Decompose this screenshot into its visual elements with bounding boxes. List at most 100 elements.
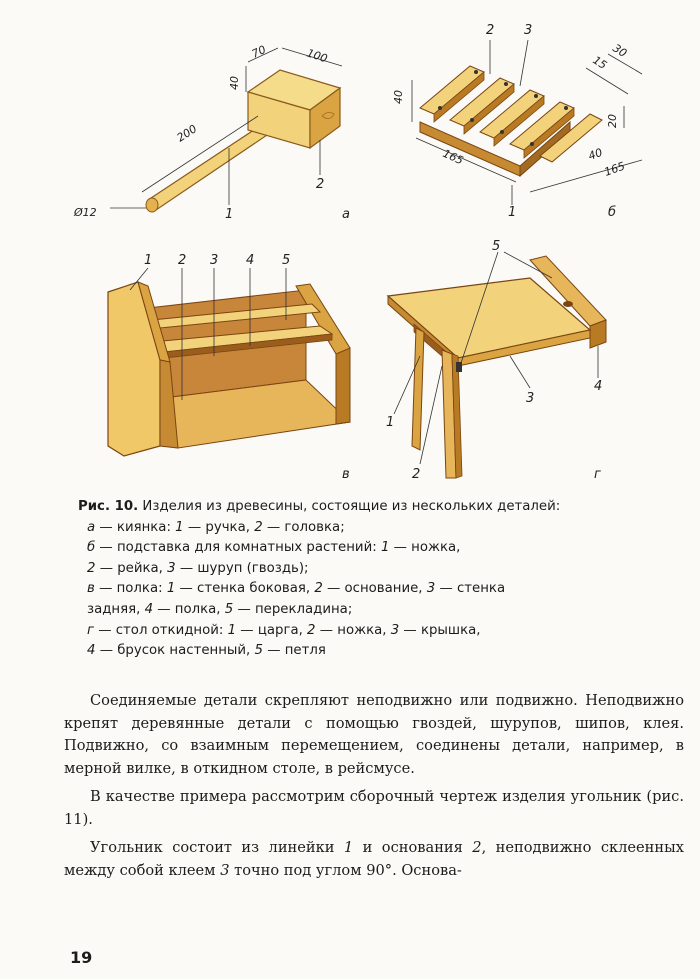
part-number: 2	[472, 839, 482, 856]
caption-text: — полка:	[94, 581, 167, 597]
caption-number: 1	[380, 540, 390, 556]
caption-title: Изделия из древесины, состоящие из неско…	[142, 499, 561, 514]
figure-v-shelf: 1 2 3 4 5 в	[100, 250, 380, 482]
caption-text: — полка,	[153, 601, 225, 617]
caption-text: — киянка:	[95, 519, 176, 535]
caption-text: — крышка,	[399, 622, 481, 638]
label-1: 1	[508, 205, 516, 220]
label-2: 2	[412, 467, 420, 482]
paragraph-3: Угольник состоит из линейки 1 и основани…	[64, 837, 684, 882]
figure-letter: в	[342, 467, 350, 482]
caption-letter: в	[87, 581, 95, 597]
caption-number: 5	[254, 643, 263, 659]
paragraph-1: Соединяемые детали скрепляют неподвижно …	[64, 692, 684, 777]
dim-15: 15	[590, 54, 609, 72]
label-2: 2	[316, 177, 324, 192]
dim-100: 100	[305, 46, 329, 65]
caption-number: 5	[224, 601, 234, 617]
figure-letter: б	[608, 205, 616, 220]
caption-number: 1	[166, 581, 176, 597]
caption-text: — шуруп (гвоздь);	[175, 560, 309, 576]
figure-letter: г	[594, 467, 601, 482]
dim-70: 70	[250, 43, 268, 61]
caption-item-v-cont: задняя, 4 — полка, 5 — перекладина;	[78, 600, 678, 621]
label-4: 4	[246, 253, 254, 268]
mallet-head	[246, 69, 342, 150]
label-2: 2	[178, 253, 186, 268]
dim-40: 40	[392, 90, 405, 104]
paragraph-text: , неподвижно склеенных между собой клеем	[64, 839, 684, 879]
caption-letter: г	[87, 622, 94, 638]
caption-number: 4	[87, 643, 96, 659]
part-number: 1	[343, 839, 354, 856]
caption-number: 1	[175, 519, 184, 535]
label-1: 1	[386, 415, 394, 430]
caption-number: 2	[254, 519, 263, 535]
page-number: 19	[70, 948, 93, 967]
label-3: 3	[526, 391, 534, 406]
figure-ref: Рис. 10.	[78, 499, 139, 514]
caption-text: — головка;	[262, 519, 345, 535]
label-1: 1	[225, 207, 233, 222]
part-number: 3	[220, 861, 230, 879]
label-5: 5	[282, 253, 290, 268]
label-1: 1	[144, 253, 152, 268]
caption-text: — основание,	[322, 581, 427, 597]
label-4: 4	[594, 379, 602, 394]
caption-item-b-cont: 2 — рейка, 3 — шуруп (гвоздь);	[78, 559, 678, 580]
caption-number: 1	[227, 622, 237, 638]
label-3: 3	[210, 253, 218, 268]
folding-table	[386, 255, 607, 479]
caption-text: — рейка,	[95, 560, 168, 576]
caption-text: — стенка	[435, 581, 506, 597]
dim-12: Ø12	[73, 206, 97, 219]
caption-number: 3	[390, 622, 400, 638]
caption-item-b: б — подставка для комнатных растений: 1 …	[78, 538, 678, 559]
figure-a-mallet: Ø12 200 40 70 100 1 2 а	[70, 30, 370, 230]
caption-text: задняя,	[87, 601, 145, 617]
mallet-handle	[145, 121, 274, 213]
caption-text: — ножка,	[389, 540, 461, 556]
caption-number: 2	[87, 560, 96, 576]
paragraph-text: Угольник состоит из линейки	[90, 839, 344, 856]
caption-number: 4	[144, 601, 154, 617]
caption-text: — петля	[262, 643, 326, 659]
caption-number: 2	[314, 581, 323, 597]
paragraph-text: и основания	[353, 839, 473, 856]
label-5: 5	[492, 239, 500, 254]
caption-item-v: в — полка: 1 — стенка боковая, 2 — основ…	[78, 579, 678, 600]
figure-caption: Рис. 10. Изделия из древесины, состоящие…	[78, 497, 678, 662]
dim-40: 40	[228, 76, 241, 90]
caption-item-a: а — киянка: 1 — ручка, 2 — головка;	[78, 518, 678, 539]
caption-number: 3	[426, 581, 436, 597]
caption-text: — стенка боковая,	[175, 581, 315, 597]
dim-30: 30	[610, 42, 629, 60]
caption-item-g: г — стол откидной: 1 — царга, 2 — ножка,…	[78, 621, 678, 642]
caption-letter: а	[87, 519, 96, 535]
body-text: Соединяемые детали скрепляют неподвижно …	[64, 690, 684, 882]
dim-40: 40	[587, 146, 605, 163]
caption-number: 2	[307, 622, 316, 638]
label-3: 3	[524, 23, 532, 38]
figure-b-plant-stand: 40 165 15 30 20 40 165 2 3 1 б	[380, 10, 680, 220]
figure-g-folding-table: 5 1 2 3 4 г	[380, 238, 680, 488]
caption-text: — стол откидной:	[94, 622, 228, 638]
plant-stand	[419, 65, 603, 178]
dim-165: 165	[603, 159, 627, 178]
paragraph-2: В качестве примера рассмотрим сборочный …	[64, 788, 684, 828]
dim-200: 200	[175, 122, 200, 144]
paragraph-text: точно под углом 90°. Основа-	[229, 861, 462, 879]
caption-number: 3	[167, 560, 176, 576]
figure-letter: а	[342, 207, 350, 222]
caption-text: — подставка для комнатных растений:	[95, 540, 381, 556]
caption-letter: б	[87, 540, 96, 556]
caption-text: — царга,	[236, 622, 308, 638]
caption-text: — ручка,	[183, 519, 255, 535]
caption-item-g-cont: 4 — брусок настенный, 5 — петля	[78, 641, 678, 662]
label-2: 2	[486, 23, 494, 38]
dim-20: 20	[606, 114, 619, 128]
caption-text: — перекладина;	[233, 601, 353, 617]
caption-text: — брусок настенный,	[95, 643, 255, 659]
shelf	[107, 281, 352, 457]
caption-text: — ножка,	[315, 622, 391, 638]
